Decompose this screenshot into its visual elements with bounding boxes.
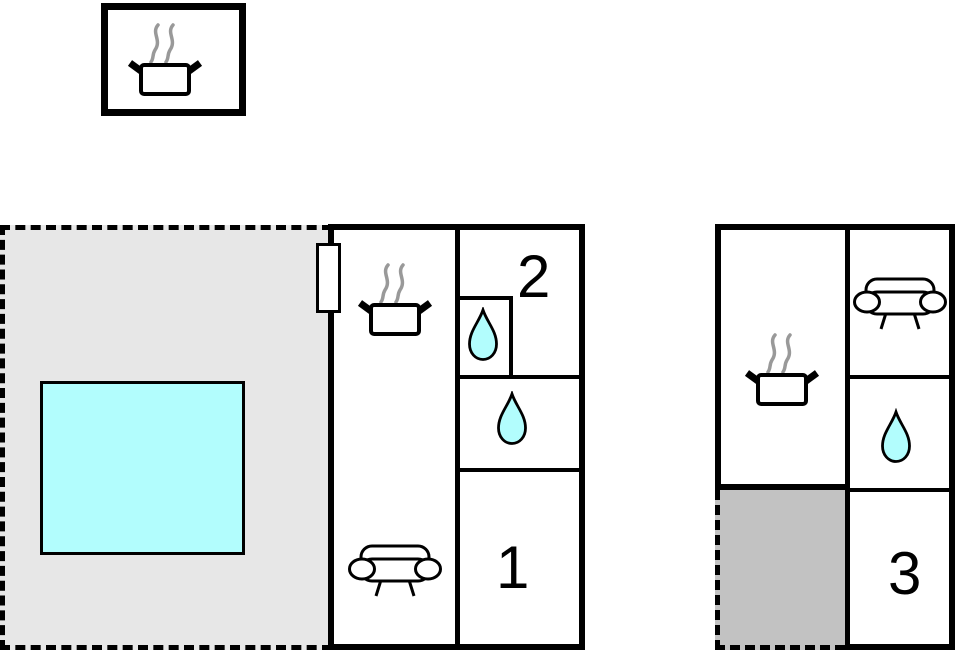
guest-kitchen: [715, 224, 850, 490]
guest-living-room: [850, 230, 949, 375]
guest-shower-room: [850, 375, 949, 488]
bedroom-3: 3: [850, 488, 949, 644]
bathroom: [460, 296, 513, 375]
swimming-pool: [40, 381, 245, 555]
steam-lines: [149, 23, 160, 64]
shower-room: [460, 375, 579, 468]
bedroom-2: 2: [460, 230, 579, 375]
guest-house: 3: [715, 224, 955, 650]
room-number-1: 1: [496, 534, 530, 601]
annex-building: [101, 3, 246, 116]
room-number-3: 3: [888, 540, 922, 607]
guest-house-right-wing: 3: [845, 224, 955, 650]
sofa-icon: [348, 544, 442, 597]
cooking-pot-icon: [128, 23, 202, 96]
water-drop-icon: [881, 408, 911, 463]
door-marker: [316, 243, 341, 313]
main-house: 2 1: [328, 224, 585, 650]
room-number-2: 2: [517, 243, 551, 310]
water-drop-icon: [468, 307, 498, 361]
sofa-icon: [853, 277, 947, 330]
main-house-right-wing: 2 1: [455, 230, 579, 644]
cooking-pot-icon: [358, 263, 432, 336]
bedroom-1: 1: [460, 468, 579, 644]
kitchen-living-room: [334, 230, 455, 644]
cooking-pot-icon: [745, 333, 819, 406]
water-drop-icon: [497, 391, 527, 445]
covered-terrace: [715, 490, 845, 650]
